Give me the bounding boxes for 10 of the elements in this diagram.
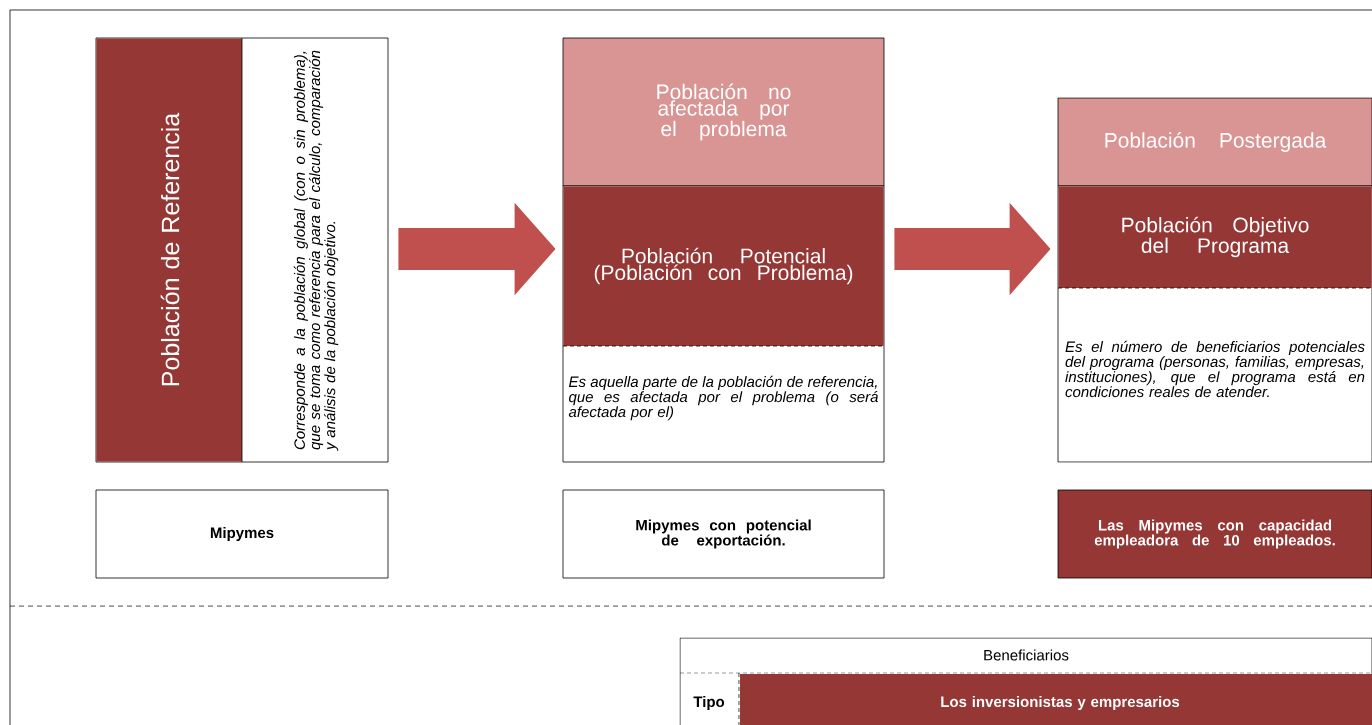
population-box: Población Potencial (Población con Problema) Es aquella parte de la población de referencia, que es afectada por el problema (o será afectada por el) [562,185,885,463]
population-box: Población Objetivo del Programa Es el número de beneficiarios potenciales del programa (personas, familias, empresas, instituciones), que el programa está en condiciones reales de atender. [1057,185,1372,463]
reference-column: Población de Referencia Corresponde a la población global (con o sin problema), que se toma como referencia para el cálculo, comparación y análisis de la población objetivo. [95,37,389,463]
table-cell-text: Tipo [693,696,725,710]
population-box: Población Postergada [1057,97,1372,187]
label-box: Mipymes [95,489,389,579]
label-box: Mipymes con potencial de exportación. [562,489,885,579]
label-box: Las Mipymes con capacidad empleadora de 10 empleados. [1057,489,1372,579]
population-box: Población no afectada por el problema [562,37,885,187]
table-cell-text: Los inversionistas y empresarios [941,696,1180,710]
